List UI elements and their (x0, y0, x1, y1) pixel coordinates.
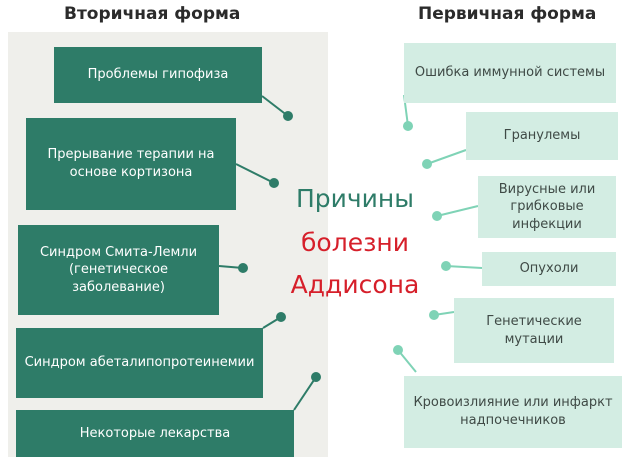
secondary-cause-label: Некоторые лекарства (79, 425, 231, 441)
connector-dot-cortisone (269, 178, 279, 188)
connector-line-infections (436, 205, 479, 217)
connector-dot-immune (403, 121, 413, 131)
primary-cause-genetic-mutations: Генетические мутации (454, 298, 614, 363)
primary-form-heading: Первичная форма (418, 4, 597, 24)
primary-cause-adrenal-hemorrhage: Кровоизлияние или инфаркт надпочечников (404, 376, 622, 448)
connector-line-tumors (445, 265, 483, 269)
secondary-cause-label: Синдром Смита-Лемли (генетическое заболе… (39, 244, 198, 295)
secondary-cause-smith-lemli: Синдром Смита-Лемли (генетическое заболе… (18, 225, 219, 315)
secondary-cause-medications: Некоторые лекарства (16, 410, 294, 457)
center-title-line-2: болезни (301, 228, 409, 257)
connector-dot-smith-lemli (238, 263, 248, 273)
connector-line-pituitary (261, 95, 289, 117)
secondary-cause-pituitary: Проблемы гипофиза (54, 47, 262, 103)
secondary-cause-label: Проблемы гипофиза (87, 67, 229, 83)
secondary-cause-label: Прерывание терапии на основе кортизона (47, 147, 215, 180)
secondary-cause-cortisone-interruption: Прерывание терапии на основе кортизона (26, 118, 236, 210)
center-title-line-1: Причины (295, 184, 415, 213)
connector-line-granulomas (426, 149, 467, 165)
connector-dot-genetic (429, 310, 439, 320)
connector-dot-tumors (441, 261, 451, 271)
primary-cause-tumors: Опухоли (482, 252, 616, 286)
secondary-cause-label: Синдром абеталипопротеинемии (24, 355, 255, 371)
primary-cause-granulomas: Гранулемы (466, 112, 618, 160)
primary-cause-label: Генетические мутации (486, 313, 582, 347)
primary-cause-label: Вирусные или грибковые инфекции (498, 181, 596, 232)
connector-dot-granulomas (422, 159, 432, 169)
connector-dot-infections (432, 211, 442, 221)
primary-cause-infections: Вирусные или грибковые инфекции (478, 176, 616, 238)
connector-line-medications (293, 376, 317, 411)
connector-dot-hemorrhage (393, 345, 403, 355)
primary-cause-label: Ошибка иммунной системы (414, 65, 606, 81)
connector-line-cortisone (235, 163, 275, 184)
connector-dot-pituitary (283, 111, 293, 121)
primary-cause-label: Кровоизлияние или инфаркт надпочечников (413, 395, 613, 428)
connector-dot-abetalipo (276, 312, 286, 322)
secondary-cause-abetalipoproteinemia: Синдром абеталипопротеинемии (16, 328, 263, 398)
primary-cause-label: Гранулемы (503, 128, 581, 144)
primary-cause-label: Опухоли (519, 261, 579, 277)
secondary-form-heading: Вторичная форма (64, 4, 241, 24)
connector-dot-medications (311, 372, 321, 382)
center-title-line-3: Аддисона (290, 270, 420, 299)
primary-cause-immune-error: Ошибка иммунной системы (404, 43, 616, 103)
